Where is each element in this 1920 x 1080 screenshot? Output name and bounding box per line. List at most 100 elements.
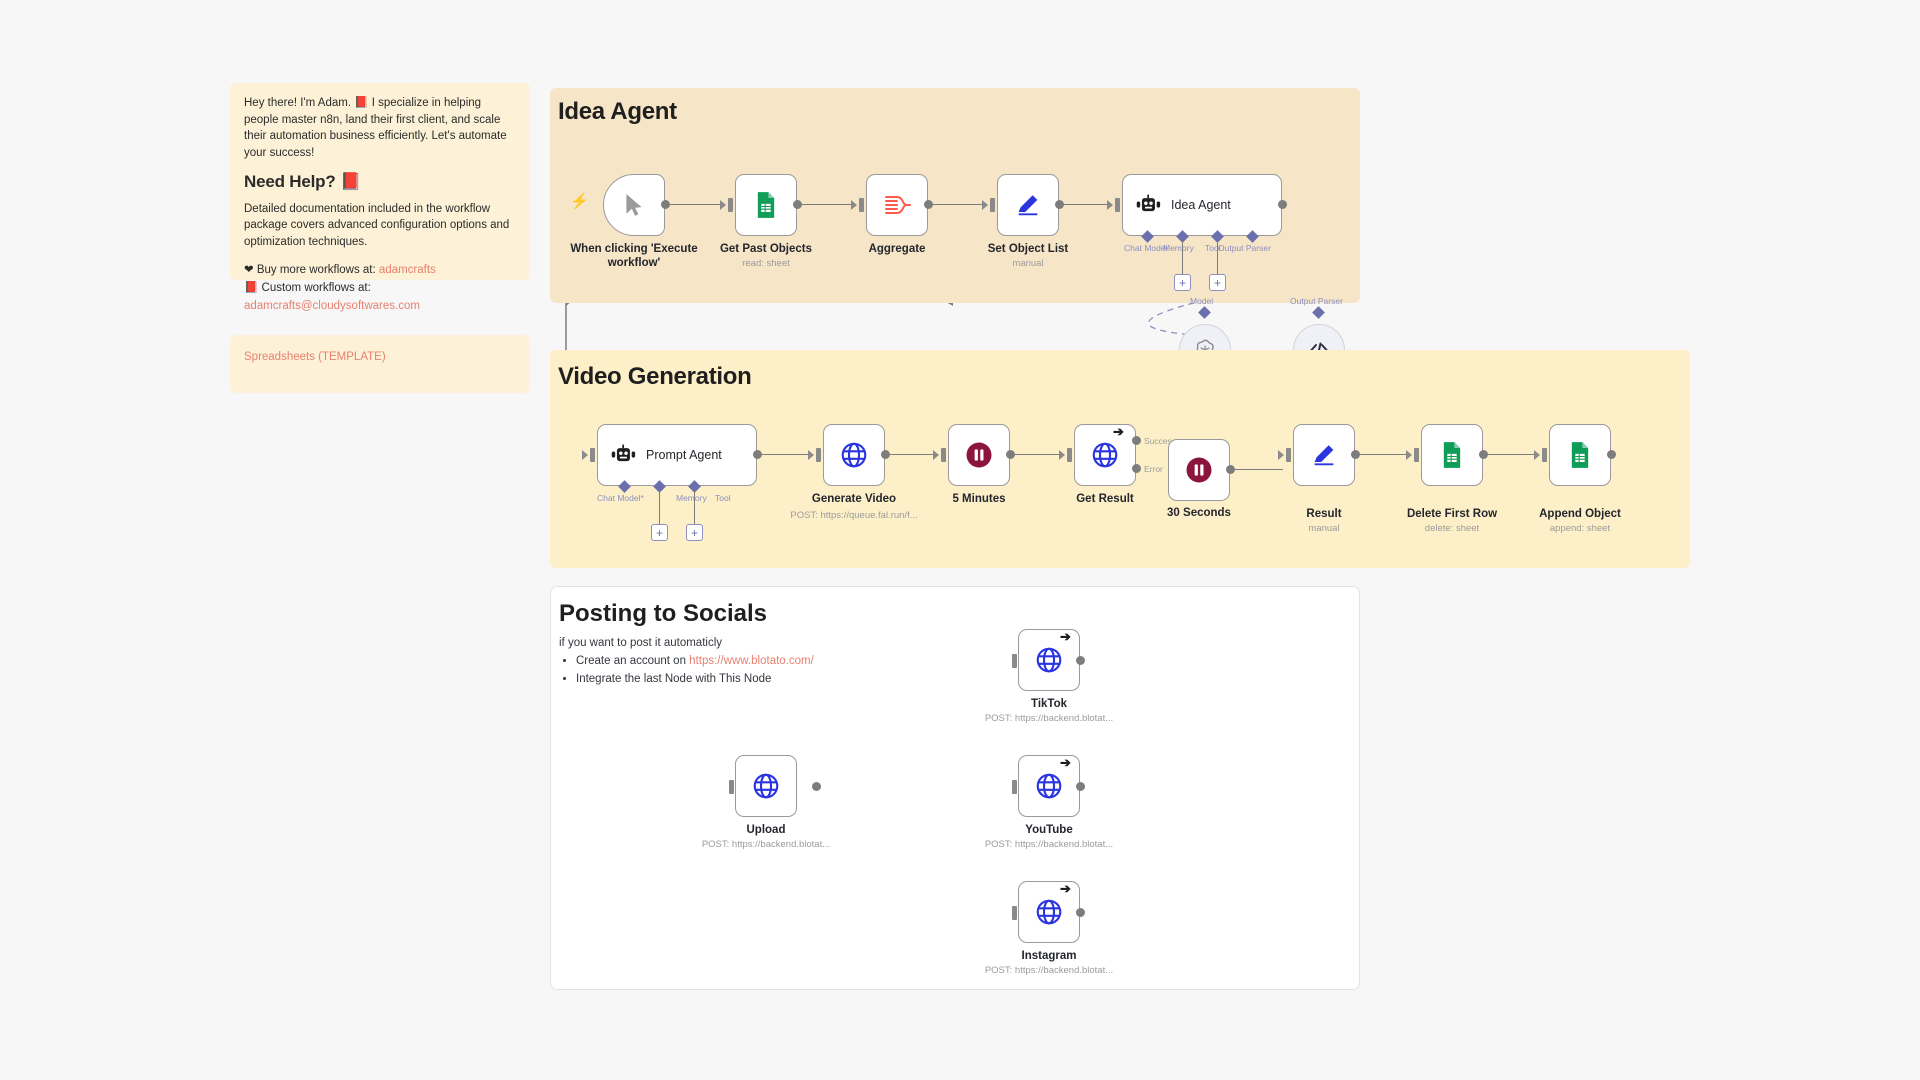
- socials-bullets: Create an account on https://www.blotato…: [559, 652, 814, 689]
- sub-delete-first-row: delete: sheet: [1424, 523, 1480, 534]
- node-output-dot[interactable]: [753, 450, 762, 459]
- bullet-0-text: Create an account on: [576, 655, 690, 667]
- node-input-arrow: [1278, 450, 1284, 460]
- node-input-port: [1012, 654, 1017, 668]
- node-when-clicking-execute-workflow[interactable]: [603, 174, 665, 236]
- google-sheets-icon: [757, 192, 775, 218]
- blotato-link[interactable]: https://www.blotato.com/: [689, 655, 814, 667]
- node-prompt-agent[interactable]: Prompt Agent: [597, 424, 757, 486]
- add-memory-button[interactable]: +: [1174, 274, 1191, 291]
- node-input-port: [1115, 198, 1120, 212]
- sub-append-object: append: sheet: [1549, 523, 1611, 534]
- node-input-arrow: [1534, 450, 1540, 460]
- port-label-output-parser-2: Output Parser: [1290, 296, 1343, 306]
- node-output-dot[interactable]: [1607, 450, 1616, 459]
- node-aggregate[interactable]: [866, 174, 928, 236]
- node-output-dot[interactable]: [793, 200, 802, 209]
- port-label-memory-2: Memory: [676, 493, 707, 503]
- node-result[interactable]: [1293, 424, 1355, 486]
- add-memory-button-2[interactable]: +: [651, 524, 668, 541]
- custom-link[interactable]: adamcrafts@cloudysoftwares.com: [244, 300, 420, 313]
- node-set-object-list[interactable]: [997, 174, 1059, 236]
- node-get-past-objects[interactable]: [735, 174, 797, 236]
- node-output-dot[interactable]: [1351, 450, 1360, 459]
- node-get-result[interactable]: [1074, 424, 1136, 486]
- output-dot-success[interactable]: [1132, 436, 1141, 445]
- node-input-arrow: [720, 200, 726, 210]
- wait-icon: [966, 442, 992, 468]
- label-get-result: Get Result: [1076, 493, 1134, 505]
- agent-name-prompt-agent: Prompt Agent: [646, 448, 722, 462]
- add-tool-button-2[interactable]: +: [686, 524, 703, 541]
- webhook-arrow-icon: ➔: [1060, 629, 1071, 644]
- list-item: Create an account on https://www.blotato…: [576, 652, 814, 670]
- label-append-object: Append Object: [1539, 508, 1621, 520]
- node-output-dot[interactable]: [1006, 450, 1015, 459]
- node-output-dot[interactable]: [881, 450, 890, 459]
- node-5-minutes[interactable]: [948, 424, 1010, 486]
- node-append-object[interactable]: [1549, 424, 1611, 486]
- node-output-dot[interactable]: [1076, 908, 1085, 917]
- node-output-dot[interactable]: [924, 200, 933, 209]
- wire: [1235, 469, 1283, 471]
- wire: [802, 204, 856, 206]
- diamond-output-parser[interactable]: [1312, 306, 1325, 319]
- node-instagram[interactable]: [1018, 881, 1080, 943]
- wire: [659, 491, 661, 527]
- port-label-memory: Memory: [1163, 243, 1194, 253]
- webhook-arrow-icon: ➔: [1113, 424, 1124, 439]
- sub-get-past-objects: read: sheet: [742, 258, 790, 269]
- sticky-note-intro[interactable]: Hey there! I'm Adam. 📕 I specialize in h…: [230, 83, 530, 312]
- branch-label-success: Success: [1144, 436, 1177, 446]
- buy-link[interactable]: adamcrafts: [378, 263, 436, 276]
- node-output-dot[interactable]: [1076, 782, 1085, 791]
- node-generate-video[interactable]: [823, 424, 885, 486]
- node-output-dot[interactable]: [1076, 656, 1085, 665]
- add-tool-button[interactable]: +: [1209, 274, 1226, 291]
- robot-icon: [1136, 194, 1161, 212]
- port-label-chat-model: Chat Model: [1124, 243, 1168, 253]
- globe-icon: [1092, 442, 1118, 468]
- google-sheets-icon: [1571, 442, 1589, 468]
- node-output-dot[interactable]: [1226, 465, 1235, 474]
- webhook-arrow-icon: ➔: [1060, 881, 1071, 896]
- google-sheets-icon: [1443, 442, 1461, 468]
- node-input-arrow: [1059, 450, 1065, 460]
- node-input-arrow: [933, 450, 939, 460]
- edit-pencil-icon: [1018, 195, 1038, 216]
- node-input-arrow: [1107, 200, 1113, 210]
- port-label-chat-model-2: Chat Model*: [597, 493, 644, 503]
- node-idea-agent[interactable]: Idea Agent: [1122, 174, 1282, 236]
- node-output-dot[interactable]: [1055, 200, 1064, 209]
- node-tiktok[interactable]: [1018, 629, 1080, 691]
- label-aggregate: Aggregate: [868, 243, 926, 255]
- buy-prefix: ❤ Buy more workflows at:: [244, 263, 376, 276]
- node-input-port: [1067, 448, 1072, 462]
- node-output-dot[interactable]: [1479, 450, 1488, 459]
- bullet-1-text: Integrate the last Node with This Node: [576, 673, 772, 686]
- cursor-icon: [626, 194, 642, 216]
- webhook-arrow-icon: ➔: [1060, 755, 1071, 770]
- node-30-seconds[interactable]: [1168, 439, 1230, 501]
- node-input-port: [941, 448, 946, 462]
- section-title-idea-agent: Idea Agent: [558, 98, 677, 125]
- diamond-model[interactable]: [1198, 306, 1211, 319]
- globe-icon: [841, 442, 867, 468]
- output-dot-error[interactable]: [1132, 464, 1141, 473]
- node-input-arrow: [851, 200, 857, 210]
- globe-icon: [1036, 773, 1062, 799]
- node-output-dot[interactable]: [812, 782, 821, 791]
- node-input-port: [1542, 448, 1547, 462]
- need-help-heading: Need Help? 📕: [244, 171, 362, 191]
- sticky-note-spreadsheets[interactable]: Spreadsheets (TEMPLATE): [230, 335, 530, 393]
- node-youtube[interactable]: [1018, 755, 1080, 817]
- node-upload[interactable]: [735, 755, 797, 817]
- node-input-port: [1012, 780, 1017, 794]
- node-delete-first-row[interactable]: [1421, 424, 1483, 486]
- node-input-arrow: [982, 200, 988, 210]
- node-output-dot[interactable]: [1278, 200, 1287, 209]
- label-generate-video: Generate Video: [811, 493, 897, 505]
- socials-subtitle: if you want to post it automaticly: [559, 637, 722, 649]
- node-output-dot[interactable]: [661, 200, 670, 209]
